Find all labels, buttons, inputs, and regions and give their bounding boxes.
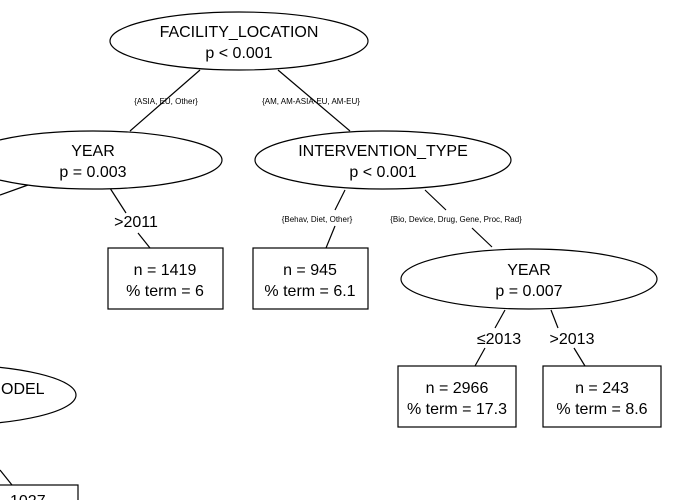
edge-year-right-to-leaf-243-b bbox=[573, 347, 586, 367]
leaf-node-partial: 1027 bbox=[0, 484, 79, 500]
node-variable-label: YEAR bbox=[507, 262, 551, 279]
node-intervention-type: INTERVENTION_TYPE p < 0.001 bbox=[254, 130, 512, 190]
edge-intervention-to-leaf-945-b bbox=[325, 225, 336, 249]
edge-partial-leaf bbox=[0, 469, 13, 486]
branch-label-root-right: {AM, AM-ASIA-EU, AM-EU} bbox=[262, 97, 360, 106]
node-facility-location: FACILITY_LOCATION p < 0.001 bbox=[109, 11, 369, 71]
node-partial-model: ODEL bbox=[0, 366, 77, 424]
node-year-right: YEAR p = 0.007 bbox=[400, 248, 658, 310]
branch-label-intervention-left: {Behav, Diet, Other} bbox=[282, 215, 353, 224]
leaf-n-label: n = 2966 bbox=[426, 380, 489, 397]
edge-year-offscreen bbox=[0, 184, 29, 196]
edge-year-right-to-leaf-2966-b bbox=[474, 347, 486, 367]
leaf-node-243: n = 243 % term = 8.6 bbox=[542, 365, 662, 428]
branch-label-root-left: {ASIA, EU, Other} bbox=[134, 97, 198, 106]
edge-intervention-to-year-right bbox=[424, 189, 447, 211]
node-p-value: p = 0.007 bbox=[495, 283, 562, 300]
split-label-year-left-right: >2011 bbox=[114, 214, 158, 231]
leaf-n-label: n = 243 bbox=[575, 380, 629, 397]
leaf-n-label: n = 945 bbox=[283, 262, 337, 279]
split-label-year-right-left: ≤2013 bbox=[477, 331, 521, 348]
edge-intervention-to-year-right-b bbox=[471, 227, 493, 248]
leaf-node-945: n = 945 % term = 6.1 bbox=[252, 247, 369, 310]
edge-year-to-leaf-1419 bbox=[107, 184, 127, 214]
leaf-term-label: % term = 8.6 bbox=[556, 401, 647, 418]
node-variable-label: INTERVENTION_TYPE bbox=[298, 143, 468, 160]
edge-year-right-to-leaf-243 bbox=[550, 309, 559, 329]
node-variable-label: ODEL bbox=[1, 381, 45, 398]
edge-root-to-intervention bbox=[277, 69, 351, 132]
node-year-left: YEAR p = 0.003 bbox=[0, 130, 223, 190]
leaf-node-2966: n = 2966 % term = 17.3 bbox=[397, 365, 517, 428]
branch-label-intervention-right: {Bio, Device, Drug, Gene, Proc, Rad} bbox=[390, 215, 522, 224]
edge-year-right-to-leaf-2966 bbox=[494, 309, 506, 329]
leaf-term-label: % term = 6 bbox=[126, 283, 204, 300]
split-label-year-right-right: >2013 bbox=[550, 331, 595, 348]
node-p-value: p < 0.001 bbox=[205, 45, 272, 62]
leaf-n-label: n = 1419 bbox=[134, 262, 197, 279]
edge-year-to-leaf-1419-b bbox=[137, 232, 151, 249]
leaf-term-label: % term = 17.3 bbox=[407, 401, 507, 418]
node-variable-label: FACILITY_LOCATION bbox=[160, 24, 319, 41]
node-p-value: p = 0.003 bbox=[59, 164, 126, 181]
node-p-value: p < 0.001 bbox=[349, 164, 416, 181]
leaf-n-label: 1027 bbox=[10, 493, 46, 500]
node-variable-label: YEAR bbox=[71, 143, 115, 160]
leaf-term-label: % term = 6.1 bbox=[264, 283, 355, 300]
edge-root-to-year bbox=[129, 69, 201, 132]
leaf-node-1419: n = 1419 % term = 6 bbox=[107, 247, 224, 310]
edge-intervention-to-leaf-945 bbox=[334, 189, 346, 211]
